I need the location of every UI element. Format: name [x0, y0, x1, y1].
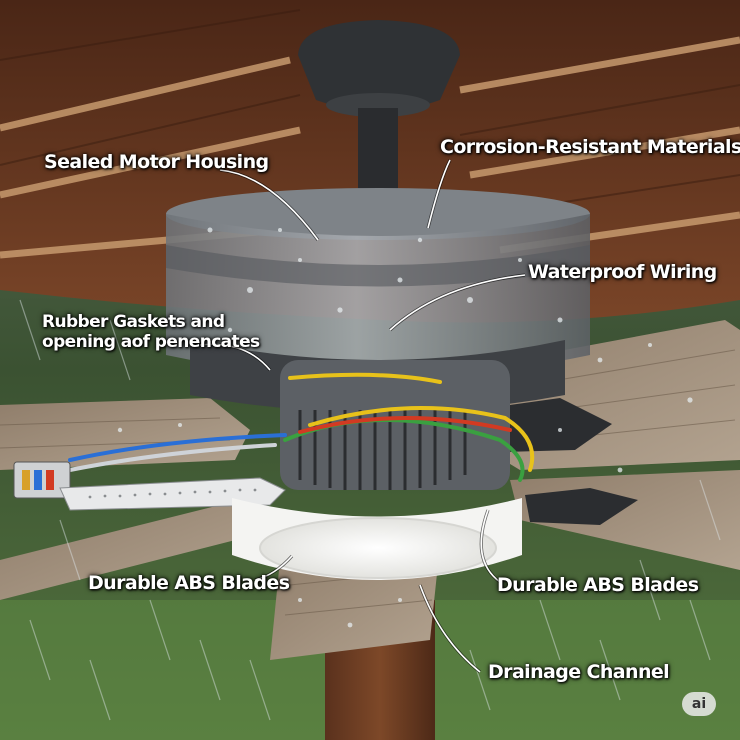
- blade-bracket-right: [488, 398, 612, 452]
- leader-sealed-housing: [219, 169, 319, 241]
- connector-pin-3: [46, 470, 54, 490]
- leader-abs-right: [480, 509, 501, 583]
- blade-lower-left: [0, 500, 255, 600]
- motor-core: [280, 360, 510, 490]
- leader-abs-left: [254, 555, 293, 581]
- label-rubber-gaskets-line2: opening aof penencates: [42, 332, 260, 352]
- label-durable-abs-left: Durable ABS Blades: [88, 572, 290, 594]
- label-drainage-channel: Drainage Channel: [488, 661, 670, 683]
- leader-drainage: [419, 584, 481, 673]
- canopy: [298, 20, 460, 111]
- label-rubber-gaskets-line1: Rubber Gaskets and: [42, 312, 225, 332]
- rain: [19, 299, 721, 721]
- leader-lines: [199, 159, 526, 674]
- leader-corrosion: [427, 159, 451, 229]
- leader-waterproof-wiring: [389, 274, 526, 331]
- label-corrosion-resistant: Corrosion-Resistant Materials: [440, 136, 740, 158]
- label-waterproof-wiring: Waterproof Wiring: [528, 261, 717, 283]
- housing-top: [166, 188, 590, 240]
- drainage-tray: [59, 477, 286, 511]
- label-sealed-motor-housing: Sealed Motor Housing: [44, 151, 269, 173]
- connector-pin-2: [34, 470, 42, 490]
- wiring: [68, 372, 535, 482]
- canopy-ring: [326, 93, 430, 117]
- water-droplets: [117, 227, 693, 628]
- downrod: [358, 108, 398, 192]
- drainage-holes: [88, 488, 257, 499]
- label-durable-abs-right: Durable ABS Blades: [497, 574, 699, 596]
- blade-bracket-lower-right: [525, 488, 638, 525]
- connector-pin-1: [22, 470, 30, 490]
- motor-housing: [166, 214, 590, 378]
- leader-gaskets: [199, 343, 271, 371]
- ai-badge: ai: [682, 692, 716, 716]
- light-diffuser: [259, 517, 497, 579]
- housing-band: [166, 245, 590, 287]
